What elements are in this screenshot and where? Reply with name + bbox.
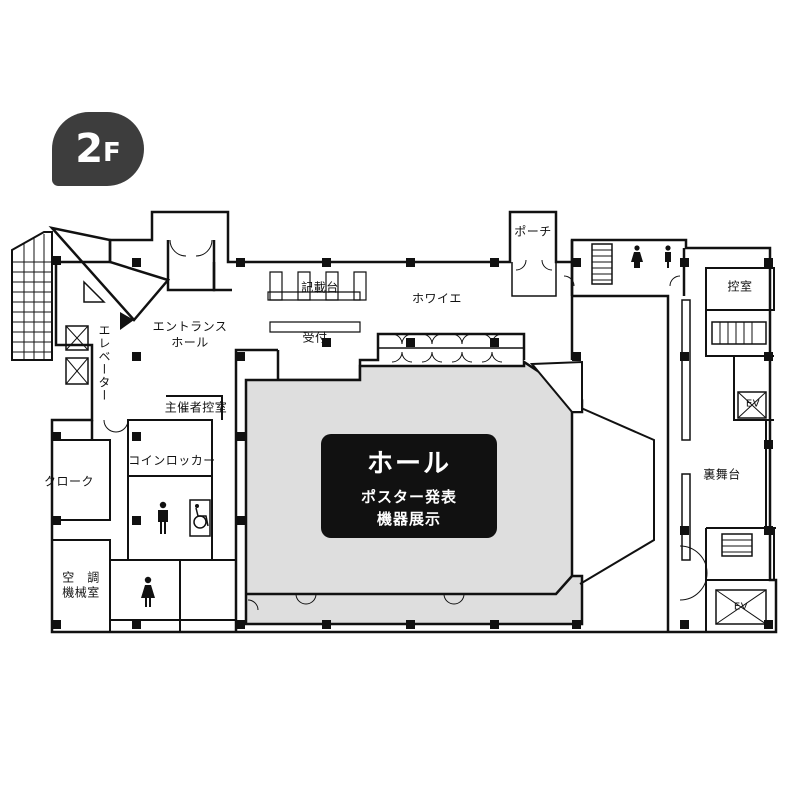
room-entrance-hall-line2[interactable]: ホール bbox=[171, 335, 209, 350]
outer-wall bbox=[50, 210, 778, 634]
floor-badge: 2 F bbox=[52, 112, 144, 186]
room-hvac-line1[interactable]: 空 調 bbox=[62, 570, 100, 585]
hall-label-box[interactable]: ホール ポスター発表 機器展示 bbox=[321, 434, 497, 538]
elevator-large[interactable]: EV bbox=[733, 601, 749, 613]
room-backstage[interactable]: 裏舞台 bbox=[703, 467, 741, 482]
room-cloak[interactable]: クローク bbox=[43, 474, 95, 489]
room-foyer[interactable]: ホワイエ bbox=[412, 291, 462, 306]
room-reception[interactable]: 受付 bbox=[302, 330, 328, 345]
room-green-room[interactable]: 控室 bbox=[727, 279, 753, 294]
hall-subtitle-1: ポスター発表 bbox=[360, 487, 457, 506]
room-porch[interactable]: ポーチ bbox=[514, 224, 552, 239]
room-coin-lockers[interactable]: コインロッカー bbox=[128, 453, 216, 468]
room-elevator[interactable]: エレベーター bbox=[97, 324, 111, 402]
stage-area bbox=[571, 403, 655, 585]
floor-number: 2 bbox=[75, 126, 104, 172]
room-entrance-hall-line1[interactable]: エントランス bbox=[152, 319, 228, 334]
hall-title: ホール bbox=[366, 448, 451, 479]
room-hvac-line2[interactable]: 機械室 bbox=[62, 585, 100, 600]
floor-letter: F bbox=[103, 138, 121, 168]
hall-subtitle-2: 機器展示 bbox=[376, 509, 441, 528]
room-organizer[interactable]: 主催者控室 bbox=[164, 400, 228, 415]
room-writing-desk[interactable]: 記載台 bbox=[301, 280, 339, 295]
elevator-small[interactable]: EV bbox=[745, 398, 761, 410]
